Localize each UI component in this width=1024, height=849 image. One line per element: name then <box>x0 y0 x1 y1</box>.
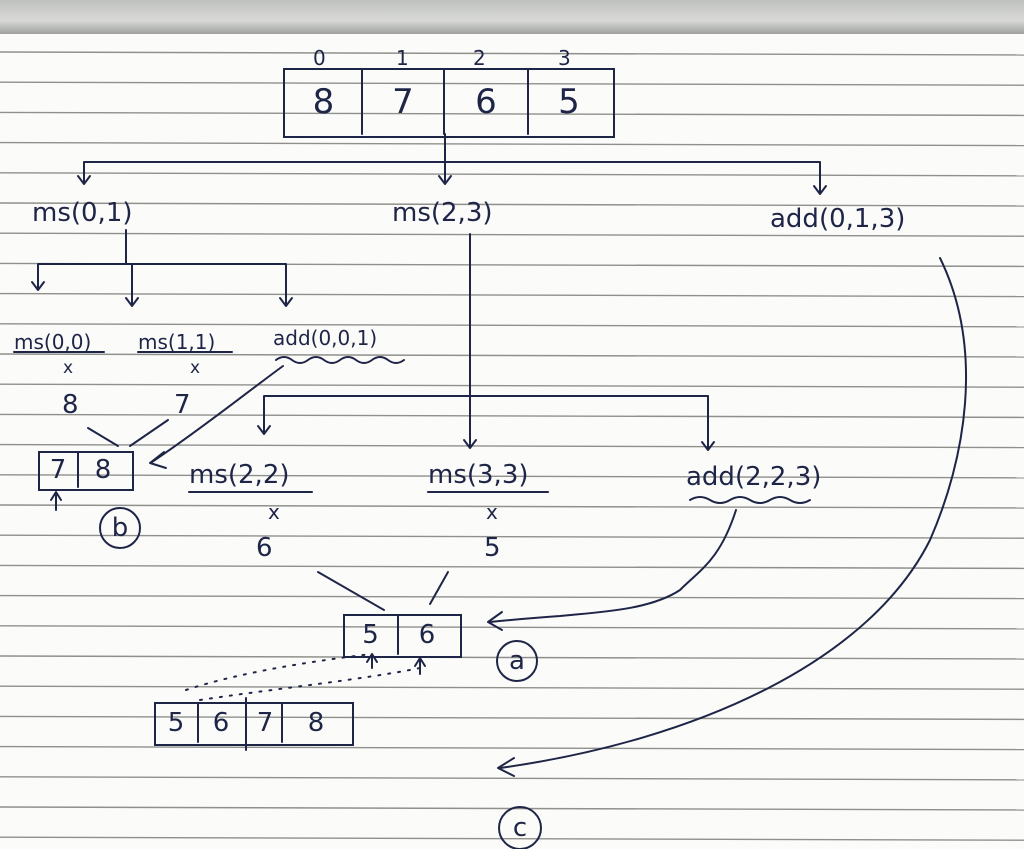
ruled-line <box>0 383 1024 388</box>
top-array <box>283 68 615 138</box>
tag-a: a <box>496 640 538 682</box>
top-cell-1: 7 <box>392 82 414 122</box>
call-ms-2-3: ms(2,3) <box>392 198 493 228</box>
call-ms-3-3: ms(3,3) <box>428 460 529 490</box>
index-0: 0 <box>313 46 326 70</box>
ruled-line <box>0 776 1024 781</box>
ruled-line <box>0 353 1024 358</box>
call-ms-0-1: ms(0,1) <box>32 198 133 228</box>
ruled-line <box>0 232 1024 237</box>
ruled-line <box>0 51 1024 56</box>
ruled-line <box>0 685 1024 690</box>
ruled-line <box>0 474 1024 479</box>
result-array-b <box>38 451 134 491</box>
result-a-cell-1: 6 <box>418 620 436 650</box>
index-2: 2 <box>473 46 486 70</box>
ruled-line <box>0 81 1024 86</box>
ruled-line <box>0 292 1024 298</box>
merged-array <box>154 702 354 746</box>
top-cell-3: 5 <box>558 82 580 122</box>
ruled-line <box>0 534 1024 539</box>
cross-mark-a: x <box>63 358 74 378</box>
call-ms-1-1: ms(1,1) <box>138 330 216 354</box>
value-6: 6 <box>256 533 273 563</box>
call-add-2-2-3: add(2,2,3) <box>686 462 822 492</box>
ruled-line <box>0 745 1024 751</box>
call-add-0-1-3: add(0,1,3) <box>770 204 906 234</box>
call-add-0-0-1: add(0,0,1) <box>273 326 378 350</box>
index-1: 1 <box>396 46 409 70</box>
ruled-line <box>0 413 1024 419</box>
result-array-a <box>343 614 462 658</box>
index-3: 3 <box>558 46 571 70</box>
ruled-line <box>0 715 1024 721</box>
ruled-line <box>0 172 1024 177</box>
call-ms-0-0: ms(0,0) <box>14 330 92 354</box>
top-cell-0: 8 <box>312 82 335 122</box>
ruled-line <box>0 504 1024 509</box>
call-ms-2-2: ms(2,2) <box>189 460 290 490</box>
ruled-line <box>0 141 1024 147</box>
merged-cell-2: 7 <box>256 708 274 738</box>
merged-cell-0: 5 <box>167 708 185 738</box>
result-b-cell-0: 7 <box>49 455 67 485</box>
value-5: 5 <box>484 533 501 563</box>
notebook-binding <box>0 0 1024 34</box>
cross-mark-c: x <box>268 500 280 524</box>
value-7: 7 <box>174 390 191 420</box>
ruled-line <box>0 564 1024 570</box>
result-a-cell-0: 5 <box>362 620 379 650</box>
ruled-line <box>0 625 1024 630</box>
ruled-line <box>0 111 1024 117</box>
cross-mark-b: x <box>190 358 201 378</box>
ruled-line <box>0 594 1024 600</box>
tag-b: b <box>99 507 141 549</box>
ruled-line <box>0 202 1024 207</box>
ruled-line <box>0 443 1024 449</box>
result-b-cell-1: 8 <box>94 455 112 485</box>
top-cell-2: 6 <box>475 82 497 122</box>
merged-cell-1: 6 <box>212 708 230 738</box>
cross-mark-d: x <box>486 500 498 524</box>
value-8: 8 <box>62 390 79 420</box>
merged-cell-3: 8 <box>307 708 325 738</box>
ruled-line <box>0 323 1024 328</box>
